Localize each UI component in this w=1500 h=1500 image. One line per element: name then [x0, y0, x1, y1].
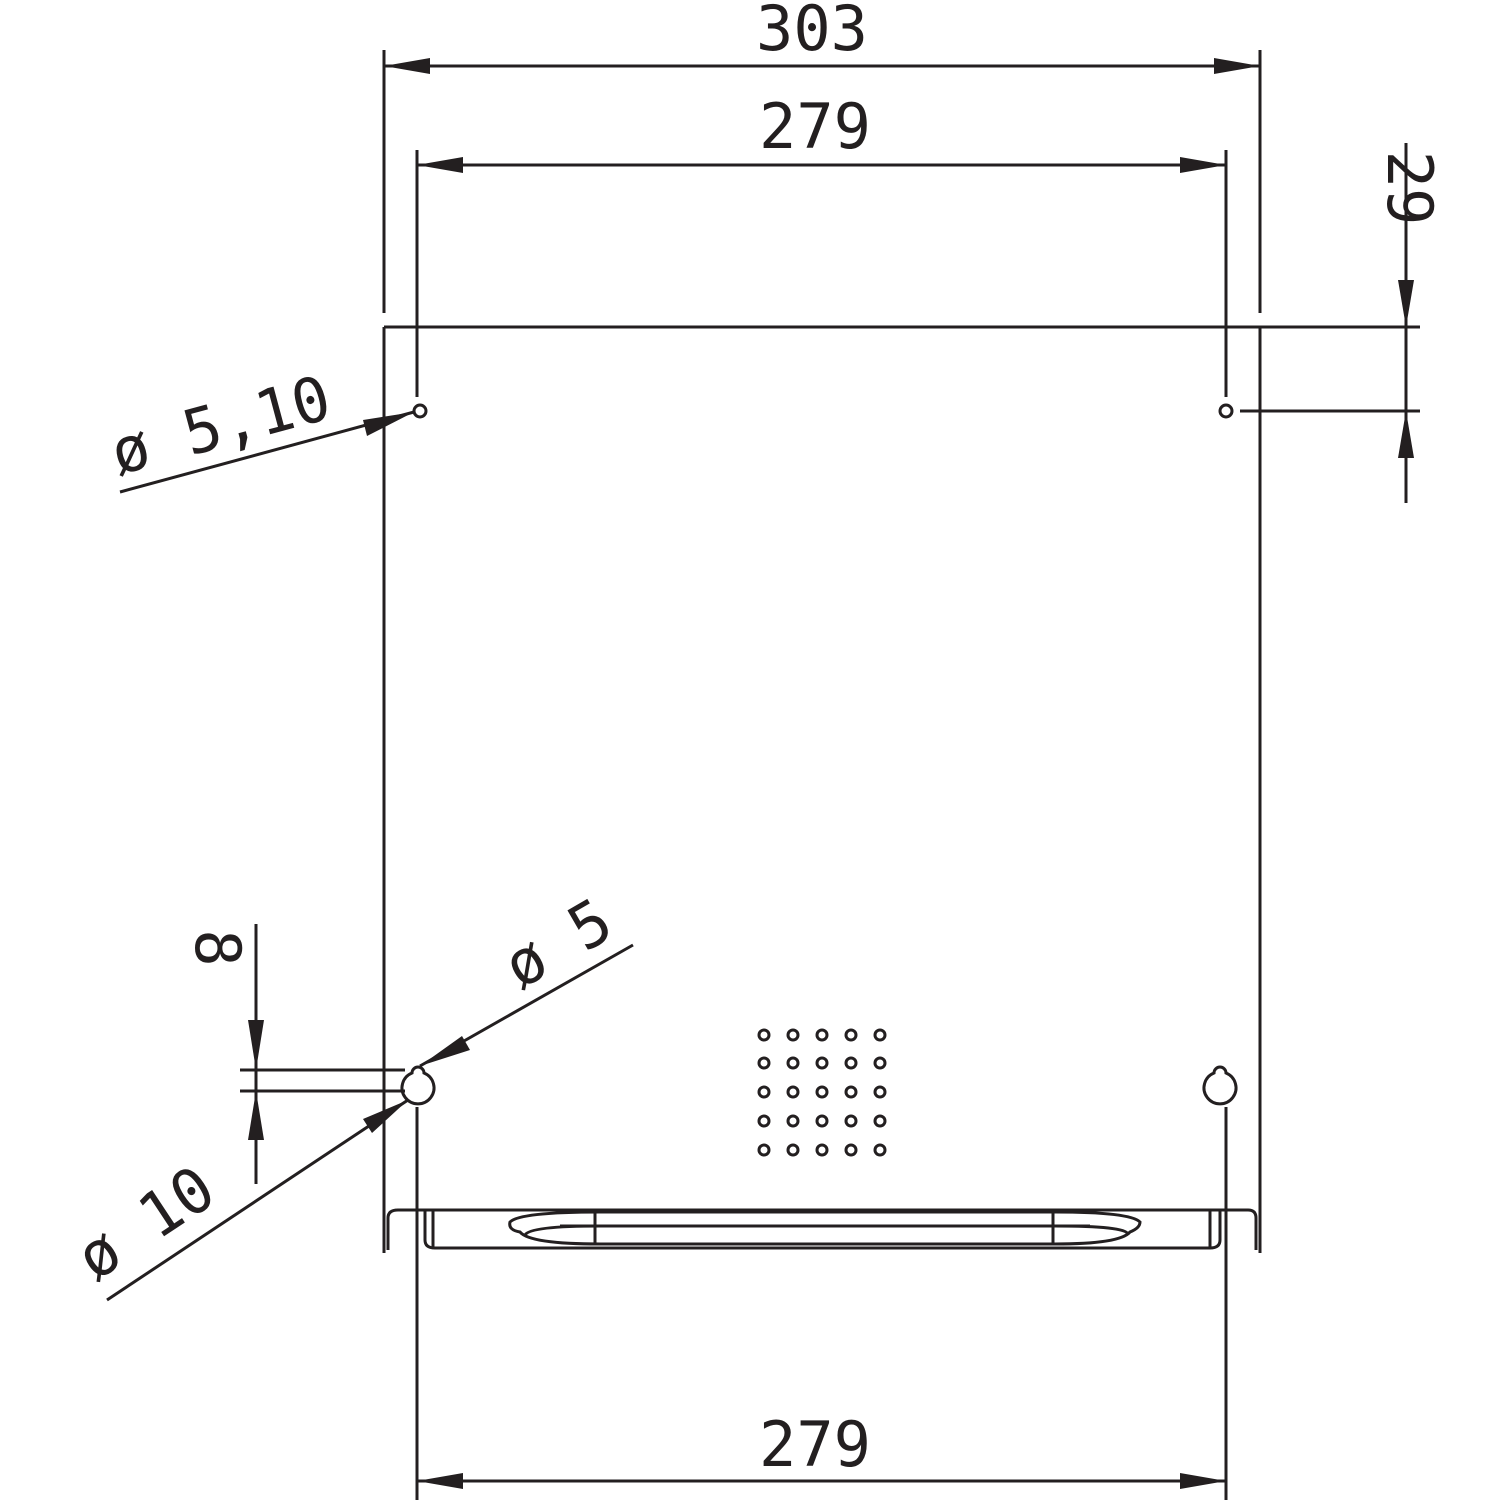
dimension-label-303: 303	[756, 0, 868, 65]
plate-outline	[382, 325, 1420, 1253]
ventilation-hole-grid	[757, 1028, 887, 1157]
leader-top-hole-diameter: ø 5,10	[103, 361, 415, 494]
dimension-label-279-top: 279	[759, 90, 871, 163]
bottom-flange	[386, 1208, 1258, 1250]
leader-keyhole-head-diameter: ø 10	[63, 1098, 409, 1302]
dimension-top-hole-offset: 29	[1240, 143, 1446, 503]
dimension-overall-width: 303	[384, 0, 1260, 74]
leader-keyhole-slot-diameter: ø 5	[419, 884, 634, 1068]
keyhole-right	[1202, 1065, 1238, 1106]
top-mounting-holes	[412, 403, 1234, 419]
dimension-top-hole-spacing: 279	[417, 90, 1226, 173]
dimension-bottom-hole-spacing: 279	[417, 1408, 1226, 1489]
dimension-label-diameter-5: ø 5	[491, 884, 624, 1003]
dimension-label-8: 8	[181, 929, 254, 966]
dimension-label-279-bottom: 279	[759, 1408, 871, 1481]
extension-lines	[382, 50, 1262, 1500]
keyhole-left	[400, 1065, 436, 1106]
dimension-label-diameter-5-10: ø 5,10	[103, 361, 338, 489]
dimension-label-29: 29	[1373, 151, 1446, 226]
dimension-keyhole-slot: 8	[181, 924, 405, 1184]
